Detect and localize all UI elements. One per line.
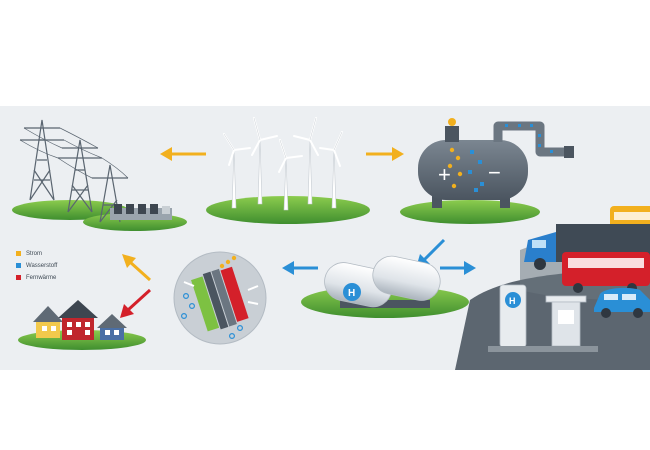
arrow-fuelcell-to-power [122,254,152,282]
houses-icon [18,300,146,350]
fuel-pump-icon: H [488,284,598,352]
arrow-wind-to-pylons [160,147,206,161]
legend-item-strom: Strom [16,249,106,258]
legend-label: Fernwärme [26,274,57,281]
car-icon [594,287,650,318]
legend-item-wasserstoff: Wasserstoff [16,261,106,270]
legend-swatch-strom [16,251,21,256]
hydrogen-pipe-icon [493,121,574,158]
bus-icon [610,206,650,230]
wind-turbine-icon [206,117,370,224]
arrow-fuelcell-to-houses [120,288,152,318]
arrow-tanks-to-fuelcell [282,261,318,275]
legend-label: Strom [26,250,43,257]
power-pylon-icon [12,119,187,231]
legend: Strom Wasserstoff Fernwärme [16,249,106,285]
minus-symbol: − [488,160,501,185]
legend-swatch-wasserstoff [16,263,21,268]
plus-symbol: + [438,162,451,187]
legend-label: Wasserstoff [26,262,58,269]
arrow-wind-to-electrolyzer [366,147,404,161]
fuel-cell-icon [173,251,267,345]
legend-item-fernwaerme: Fernwärme [16,273,106,282]
station-h2-label: H [509,296,516,306]
legend-swatch-fernwaerme [16,275,21,280]
hydrogen-tank-icon: H [301,255,469,318]
tank-h2-label: H [348,288,355,299]
arrow-tanks-to-mobility [440,261,476,275]
electrolyzer-icon: + − [400,118,540,224]
